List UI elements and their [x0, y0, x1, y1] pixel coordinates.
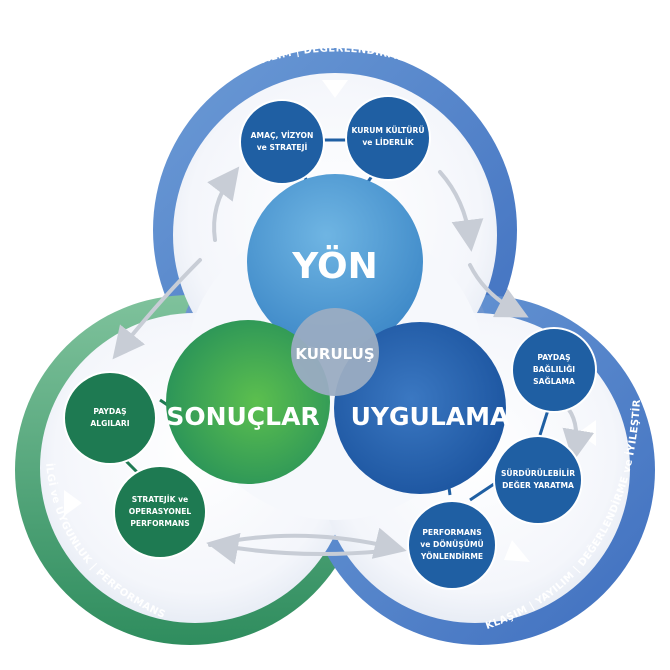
node-paydas-baglilik-line3: SAĞLAMA — [533, 377, 575, 386]
node-stratejik-line1: STRATEJİK ve — [132, 495, 188, 504]
node-paydas-baglilik-line1: PAYDAŞ — [537, 353, 570, 362]
sonuclar-label: SONUÇLAR — [166, 402, 319, 431]
node-performans-donusum-line2: ve DÖNÜŞÜMÜ — [420, 540, 483, 549]
triangle-marker-left — [64, 490, 82, 516]
yon-circle — [247, 174, 423, 350]
node-performans-donusum: PERFORMANS ve DÖNÜŞÜMÜ YÖNLENDİRME — [407, 500, 497, 590]
node-kurum-line2: ve LİDERLİK — [362, 138, 414, 147]
arrow-bottom-return — [206, 532, 397, 565]
kurulus-circle — [291, 308, 379, 396]
node-paydas-baglilik-line2: BAĞLILIĞI — [533, 365, 575, 374]
triangle-marker-top — [322, 80, 348, 98]
uygulama-label: UYGULAMA — [351, 402, 510, 431]
node-paydas-algilari-line1: PAYDAŞ — [93, 407, 126, 416]
arrow-top-left — [207, 166, 240, 242]
node-paydas-algilari: PAYDAŞ ALGILARI — [63, 371, 157, 465]
yon-label: YÖN — [291, 245, 378, 287]
node-performans-donusum-line1: PERFORMANS — [422, 528, 481, 537]
node-stratejik-line2: OPERASYONEL — [129, 507, 192, 516]
node-surdurulebilir-line1: SÜRDÜRÜLEBİLİR — [501, 469, 575, 478]
node-stratejik: STRATEJİK ve OPERASYONEL PERFORMANS — [113, 465, 207, 559]
node-paydas-baglilik: PAYDAŞ BAĞLILIĞI SAĞLAMA — [511, 327, 597, 413]
node-amac-line1: AMAÇ, VİZYON — [251, 131, 314, 140]
node-kurum: KURUM KÜLTÜRÜ ve LİDERLİK — [345, 95, 431, 181]
node-paydas-algilari-line2: ALGILARI — [90, 419, 129, 428]
node-surdurulebilir-line2: DEĞER YARATMA — [502, 481, 574, 490]
node-kurum-line1: KURUM KÜLTÜRÜ — [352, 126, 425, 135]
sonuclar-circle — [166, 320, 330, 484]
arrow-right-upper — [468, 263, 529, 318]
node-amac-line2: ve STRATEJİ — [257, 143, 308, 152]
kurulus-label: KURULUŞ — [295, 345, 374, 363]
node-stratejik-line3: PERFORMANS — [130, 519, 189, 528]
node-surdurulebilir: SÜRDÜRÜLEBİLİR DEĞER YARATMA — [493, 435, 583, 525]
node-performans-donusum-line3: YÖNLENDİRME — [420, 552, 483, 561]
arrow-top-right — [438, 170, 484, 252]
triangle-marker-bottom-right — [504, 540, 530, 562]
node-amac: AMAÇ, VİZYON ve STRATEJİ — [239, 99, 325, 185]
arrow-left-upper — [112, 258, 202, 360]
cycle-arrows — [112, 166, 595, 565]
